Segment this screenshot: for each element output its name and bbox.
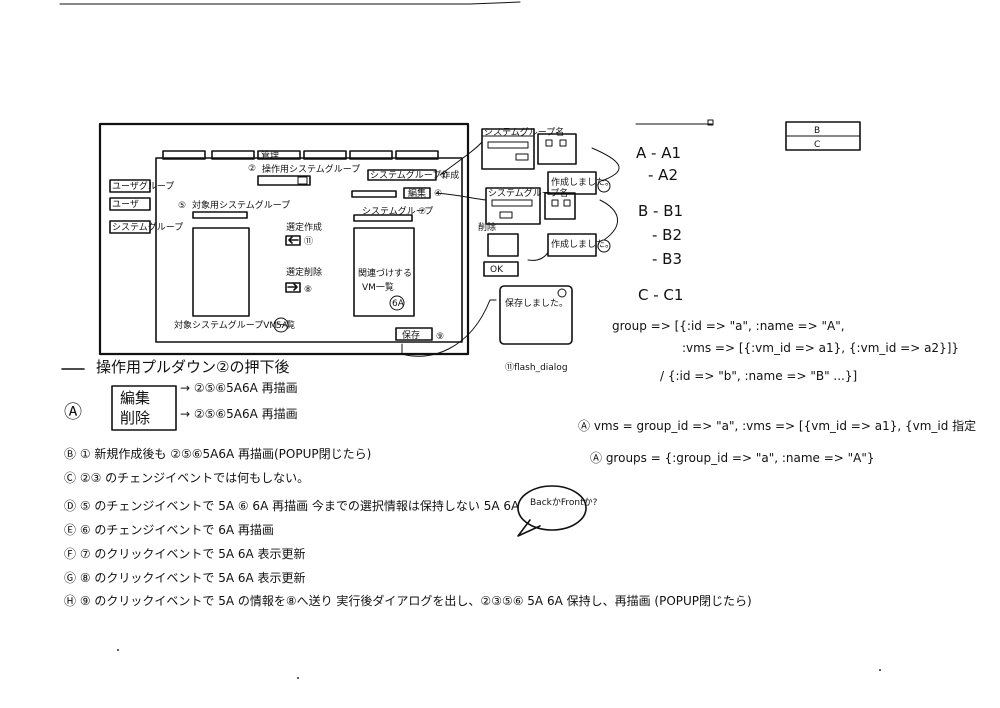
- create-sysgroup-label: システムグループ作成: [370, 169, 459, 181]
- flash-text: 保存しました。: [505, 297, 568, 309]
- sidebar-item-label: システムグループ: [112, 221, 183, 233]
- add-button[interactable]: [285, 235, 301, 246]
- box-b: B: [814, 126, 820, 136]
- target-vm-list[interactable]: [192, 227, 250, 317]
- related-list-label: 関連づけする: [358, 267, 412, 279]
- note-b: Ⓑ ① 新規作成後も ②⑤⑥5A6A 再描画(POPUP閉じたら): [64, 446, 371, 461]
- sysgroup-label-num: ⑦: [418, 207, 426, 217]
- sidebar-item-label: ユーザ: [112, 199, 139, 210]
- popup-top: システムグループ名: [481, 126, 564, 170]
- flash-dialog: 保存しました。 ⑪flash_dialog: [499, 285, 573, 373]
- notes-heading: 操作用プルダウン②の押下後: [96, 358, 289, 376]
- code-line3: / {:id => "b", :name => "B" ...}]: [660, 369, 857, 383]
- tree-b-child2: - B3: [652, 250, 682, 268]
- target-vm-caption: 対象システムグループVM一覧: [174, 319, 295, 331]
- ok-label: OK: [490, 265, 504, 275]
- tab-label: 管理: [261, 149, 279, 161]
- remove-button[interactable]: [285, 282, 301, 293]
- remove-label: 選定削除: [286, 266, 322, 278]
- sysgroup-select[interactable]: [351, 190, 397, 198]
- tree-a: A - A1: [636, 144, 681, 162]
- edit-label: 編集: [408, 187, 426, 199]
- related-vm-list[interactable]: [353, 227, 415, 317]
- code-line4: Ⓐ vms = group_id => "a", :vms => [{vm_id…: [578, 418, 976, 433]
- tree-c: C - C1: [638, 286, 683, 304]
- box-right: B C: [785, 121, 861, 151]
- tree-b: B - B1: [638, 202, 683, 220]
- bottom-notes: 操作用プルダウン②の押下後 Ⓐ 編集 削除 → ②⑤⑥5A6A 再描画 → ②⑤…: [61, 358, 752, 608]
- note-a-line1: → ②⑤⑥5A6A 再描画: [180, 381, 298, 395]
- create-sysgroup-button[interactable]: [367, 169, 437, 181]
- related-list-label2: VM一覧: [362, 281, 394, 293]
- save-label: 保存: [402, 329, 420, 341]
- code-line5: Ⓐ groups = {:group_id => "a", :name => "…: [590, 451, 875, 465]
- note-a-marker: Ⓐ: [64, 402, 82, 423]
- edit-num: ④: [434, 189, 442, 199]
- target-list-num: ⑤: [178, 201, 186, 211]
- sidebar: ユーザグループ ユーザ システムグループ: [109, 179, 183, 234]
- confirm1-text: 作成しました。: [551, 176, 614, 188]
- sysgroup-label: システムグループ: [362, 205, 433, 217]
- main-wireframe: 管理 ユーザグループ ユーザ システムグループ ② 操作用システムグループ ⑤ …: [98, 122, 497, 357]
- note-a-line2: → ②⑤⑥5A6A 再描画: [180, 407, 298, 421]
- tree-a-child: - A2: [648, 166, 678, 184]
- target-list-label: 対象用システムグループ: [192, 199, 290, 211]
- sidebar-item-systemgroup[interactable]: [109, 220, 151, 234]
- note-h: Ⓗ ⑨ のクリックイベントで 5A の情報を⑧へ送り 実行後ダイアログを出し、②…: [64, 593, 752, 608]
- target-vm-num: 5A: [276, 321, 289, 331]
- chevron-down-icon: [297, 176, 308, 185]
- op-dropdown-label: 操作用システムグループ: [262, 163, 360, 175]
- note-d: Ⓓ ⑤ のチェンジイベントで 5A ⑥ 6A 再描画 今までの選択情報は保持しな…: [64, 498, 520, 513]
- popup-small: [537, 133, 577, 220]
- add-num: ⑪: [304, 236, 313, 247]
- popup-bottom-left: 削除 OK: [478, 221, 549, 277]
- op-dropdown[interactable]: [257, 175, 311, 186]
- code-notes: group => [{:id => "a", :name => "A", :vm…: [578, 319, 976, 465]
- tree-diagram: A - A1 - A2 B - B1 - B2 - B3 C - C1: [635, 119, 714, 304]
- confirm-dialogs: 作成しました。 作成しました。: [547, 147, 620, 257]
- create-sysgroup-num: ①: [440, 171, 448, 181]
- save-button[interactable]: [395, 327, 433, 341]
- save-num: ⑨: [436, 332, 444, 342]
- sidebar-item-user[interactable]: [109, 197, 151, 211]
- popup-middle-ok[interactable]: [499, 211, 513, 219]
- op-dropdown-num: ②: [248, 164, 256, 174]
- note-e: Ⓔ ⑥ のチェンジイベントで 6A 再描画: [64, 523, 274, 537]
- box-c: C: [814, 140, 820, 150]
- code-line1: group => [{:id => "a", :name => "A",: [612, 319, 845, 333]
- note-c: Ⓒ ②③ のチェンジイベントでは何もしない。: [64, 471, 309, 485]
- remove-num: ⑧: [304, 285, 312, 295]
- target-dropdown[interactable]: [192, 211, 248, 219]
- sidebar-item-label: ユーザグループ: [112, 180, 174, 192]
- bubble-text: BackかFrontか?: [530, 497, 598, 508]
- note-a-delete: 削除: [120, 409, 150, 427]
- edit-button[interactable]: [403, 187, 431, 199]
- related-dropdown[interactable]: [353, 214, 413, 222]
- related-list-num: 6A: [392, 299, 405, 309]
- popup-top-title: システムグループ名: [484, 126, 564, 138]
- popup-ok-button[interactable]: [515, 153, 529, 161]
- note-f: Ⓕ ⑦ のクリックイベントで 5A 6A 表示更新: [64, 546, 306, 561]
- flash-caption: ⑪flash_dialog: [505, 362, 568, 373]
- code-line2: :vms => [{:vm_id => a1}, {:vm_id => a2}]…: [682, 341, 959, 355]
- speech-bubble: [517, 485, 587, 531]
- delete-label: 削除: [478, 221, 496, 233]
- tab-bar: 管理: [162, 149, 439, 161]
- add-label: 選定作成: [286, 221, 322, 233]
- tree-b-child: - B2: [652, 226, 682, 244]
- note-g: Ⓖ ⑧ のクリックイベントで 5A 6A 表示更新: [64, 570, 306, 585]
- sidebar-item-usergroup[interactable]: [109, 179, 151, 193]
- note-a-edit: 編集: [120, 389, 150, 407]
